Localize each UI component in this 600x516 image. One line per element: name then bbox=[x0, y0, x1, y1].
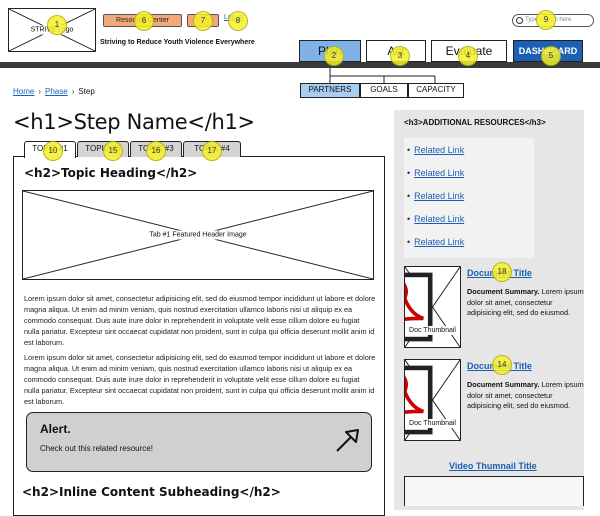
callout-marker: 9 bbox=[536, 10, 556, 30]
body-paragraph-1: Lorem ipsum dolor sit amet, consectetur … bbox=[24, 294, 376, 347]
related-link[interactable]: •Related Link bbox=[407, 145, 464, 155]
breadcrumb-step: Step bbox=[78, 87, 95, 96]
body-paragraph-2: Lorem ipsum dolor sit amet, consectetur … bbox=[24, 353, 376, 406]
pdf-icon bbox=[405, 272, 433, 342]
doc-thumbnail-label: Doc Thumbnail bbox=[407, 419, 458, 428]
callout-marker: 14 bbox=[492, 355, 512, 375]
alert-title: Alert. bbox=[40, 422, 71, 436]
callout-marker: 17 bbox=[202, 141, 222, 161]
tagline: Striving to Reduce Youth Violence Everyw… bbox=[100, 39, 255, 46]
callout-marker: 10 bbox=[43, 141, 63, 161]
bullet-icon: • bbox=[407, 168, 411, 178]
callout-marker: 16 bbox=[146, 141, 166, 161]
subnav-goals[interactable]: GOALS bbox=[360, 83, 408, 98]
bullet-icon: • bbox=[407, 145, 411, 155]
video-thumbnail-title[interactable]: Video Thumnail Title bbox=[449, 461, 537, 471]
related-link[interactable]: •Related Link bbox=[407, 168, 464, 178]
arrow-up-right-icon[interactable] bbox=[333, 427, 361, 455]
bullet-icon: • bbox=[407, 214, 411, 224]
callout-marker: 8 bbox=[228, 11, 248, 31]
inline-subheading: <h2>Inline Content Subheading</h2> bbox=[22, 485, 281, 499]
callout-marker: 6 bbox=[134, 11, 154, 31]
doc-thumbnail[interactable]: Doc Thumbnail bbox=[404, 266, 461, 348]
search-icon bbox=[516, 17, 523, 24]
pdf-icon bbox=[405, 365, 433, 435]
summary-label: Document Summary. bbox=[467, 287, 540, 296]
related-link-text[interactable]: Related Link bbox=[414, 237, 465, 247]
featured-header-image: Tab #1 Featured Header Image bbox=[22, 190, 374, 280]
bullet-icon: • bbox=[407, 191, 411, 201]
breadcrumb: Home›Phase›Step bbox=[13, 87, 95, 96]
callout-marker: 15 bbox=[103, 141, 123, 161]
topic-heading: <h2>Topic Heading</h2> bbox=[24, 166, 198, 180]
related-link-text[interactable]: Related Link bbox=[414, 168, 465, 178]
bullet-icon: • bbox=[407, 237, 411, 247]
related-link[interactable]: •Related Link bbox=[407, 214, 464, 224]
sidebar-heading: <h3>ADDITIONAL RESOURCES</h3> bbox=[404, 118, 546, 127]
breadcrumb-home[interactable]: Home bbox=[13, 87, 35, 96]
page-title: <h1>Step Name</h1> bbox=[13, 110, 255, 134]
nav-divider bbox=[0, 62, 600, 68]
video-thumbnail[interactable] bbox=[404, 476, 584, 506]
doc-thumbnail-label: Doc Thumbnail bbox=[407, 326, 458, 335]
callout-marker: 4 bbox=[458, 46, 478, 66]
related-link[interactable]: •Related Link bbox=[407, 237, 464, 247]
alert-text: Check out this related resource! bbox=[40, 444, 153, 453]
related-link-text[interactable]: Related Link bbox=[414, 214, 465, 224]
callout-marker: 2 bbox=[324, 46, 344, 66]
subnav-connector bbox=[329, 68, 436, 83]
doc-thumbnail[interactable]: Doc Thumbnail bbox=[404, 359, 461, 441]
breadcrumb-phase[interactable]: Phase bbox=[45, 87, 68, 96]
summary-label: Document Summary. bbox=[467, 380, 540, 389]
document-summary: Document Summary. Lorem ipsum dolor sit … bbox=[467, 287, 584, 319]
chevron-right-icon: › bbox=[71, 87, 75, 96]
document-summary: Document Summary. Lorem ipsum dolor sit … bbox=[467, 380, 584, 412]
callout-marker: 18 bbox=[492, 262, 512, 282]
chevron-right-icon: › bbox=[38, 87, 42, 96]
related-link[interactable]: •Related Link bbox=[407, 191, 464, 201]
subnav-partners[interactable]: PARTNERS bbox=[300, 83, 360, 98]
related-link-text[interactable]: Related Link bbox=[414, 145, 465, 155]
related-link-text[interactable]: Related Link bbox=[414, 191, 465, 201]
summary-text: Lorem ipsum dolor sit amet, consectetur … bbox=[467, 287, 584, 317]
related-links-box bbox=[404, 138, 534, 258]
summary-text: Lorem ipsum dolor sit amet, consectetur … bbox=[467, 380, 584, 410]
alert-box[interactable] bbox=[26, 412, 372, 472]
callout-marker: 1 bbox=[47, 15, 67, 35]
subnav-capacity[interactable]: CAPACITY bbox=[408, 83, 464, 98]
callout-marker: 7 bbox=[193, 11, 213, 31]
callout-marker: 5 bbox=[541, 46, 561, 66]
callout-marker: 3 bbox=[390, 46, 410, 66]
hero-caption: Tab #1 Featured Header Image bbox=[147, 230, 249, 240]
